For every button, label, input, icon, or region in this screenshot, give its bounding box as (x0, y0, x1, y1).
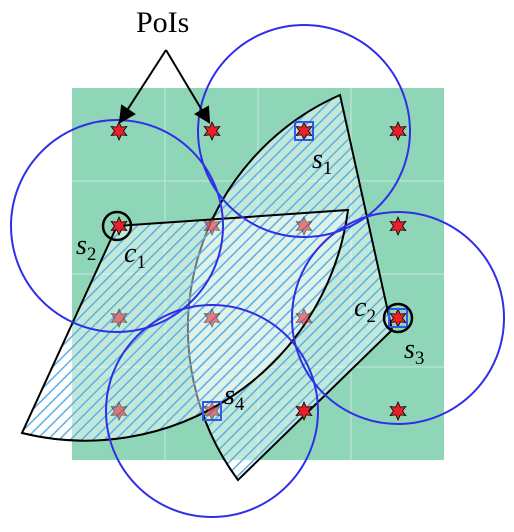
label-s1-sub: 1 (322, 158, 333, 179)
label-s1-base: s (312, 144, 323, 175)
sensor-marker-s1 (294, 121, 314, 141)
label-s3-base: s (404, 334, 415, 365)
sensing-circles (10, 24, 505, 518)
cluster-ring-c1 (101, 210, 133, 242)
label-c2: c2 (354, 292, 376, 327)
label-s2: s2 (76, 230, 97, 265)
label-c1: c1 (124, 238, 146, 273)
poi-marker-icon (389, 121, 407, 141)
sensing-circle-s2 (10, 119, 224, 333)
poi-marker-icon (295, 216, 313, 236)
sensing-circle-s1 (197, 24, 411, 238)
label-s4-base: s (224, 380, 235, 411)
label-s2-base: s (76, 230, 87, 261)
label-s3: s3 (404, 334, 425, 369)
poi-marker-icon (110, 121, 128, 141)
poi-marker-icon (203, 308, 221, 328)
label-s1: s1 (312, 144, 333, 179)
poi-marker-icon (110, 401, 128, 421)
sector-s2 (20, 208, 350, 442)
poi-marker-icon (389, 216, 407, 236)
pois-title: PoIs (136, 6, 190, 39)
poi-marker-icon (110, 216, 128, 236)
poi-callout-arrows (118, 49, 211, 124)
poi-marker-icon (110, 308, 128, 328)
label-c2-base: c (354, 292, 367, 323)
label-s3-sub: 3 (414, 348, 425, 369)
sensing-circle-s4 (105, 304, 319, 518)
label-c1-sub: 1 (136, 252, 146, 273)
sensor-marker-s4 (202, 401, 222, 421)
label-s2-sub: 2 (86, 244, 97, 265)
poi-marker-icon (203, 216, 221, 236)
label-c1-base: c (124, 238, 137, 269)
sensing-circle-s3 (291, 211, 505, 425)
poi-marker-icon (295, 308, 313, 328)
sensor-marker-s3 (388, 308, 408, 328)
poi-marker-icon (203, 121, 221, 141)
label-s4: s4 (224, 380, 245, 415)
label-s4-sub: 4 (234, 394, 245, 415)
cluster-ring-c2 (382, 302, 414, 334)
label-c2-sub: 2 (366, 306, 376, 327)
poi-marker-icon (295, 401, 313, 421)
poi-marker-icon (389, 401, 407, 421)
poi-markers (110, 121, 407, 421)
